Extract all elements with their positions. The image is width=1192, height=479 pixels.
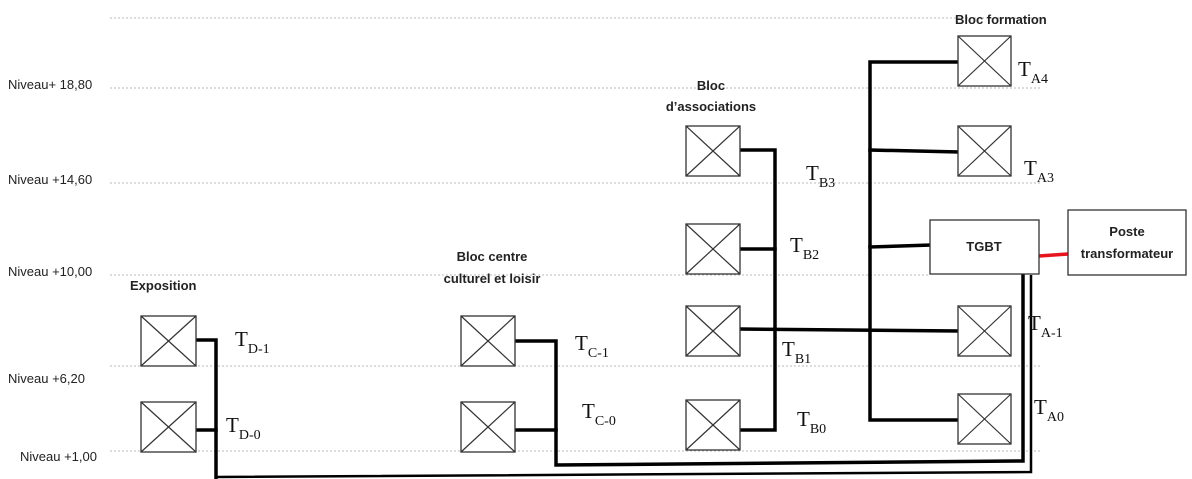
exposition-bus bbox=[194, 338, 218, 479]
panel-tb1 bbox=[685, 305, 741, 357]
panel-ta-1 bbox=[957, 305, 1012, 357]
panel-ta3 bbox=[957, 125, 1012, 177]
poste-label-line2: transformateur bbox=[1081, 246, 1173, 261]
panel-td-1 bbox=[140, 315, 197, 367]
block-title-exposition: Exposition bbox=[130, 278, 197, 293]
associations-bus bbox=[738, 148, 777, 432]
panel-tb2 bbox=[685, 223, 741, 275]
block-title-associations-line2: d’associations bbox=[666, 99, 756, 114]
label-tc-1: TC-1 bbox=[575, 331, 609, 361]
transformer-link bbox=[1038, 252, 1069, 258]
centre-bus bbox=[513, 273, 1025, 467]
formation-bus bbox=[868, 60, 960, 422]
label-ta3: TA3 bbox=[1024, 156, 1054, 186]
return-feeder bbox=[215, 275, 1033, 479]
level-label-6-20: Niveau +6,20 bbox=[8, 371, 85, 386]
label-tb3: TB3 bbox=[806, 161, 835, 191]
block-title-associations-line1: Bloc bbox=[697, 78, 725, 93]
level-label-1-00: Niveau +1,00 bbox=[20, 449, 97, 464]
label-tc0: TC-0 bbox=[582, 399, 616, 429]
level-label-14-60: Niveau +14,60 bbox=[8, 172, 92, 187]
label-ta0: TA0 bbox=[1034, 395, 1064, 425]
tgbt-box: TGBT bbox=[929, 219, 1040, 275]
feeder-ta3 bbox=[868, 148, 960, 154]
panel-ta4 bbox=[957, 35, 1012, 87]
panel-ta0 bbox=[957, 393, 1012, 445]
panel-tb0 bbox=[685, 399, 741, 451]
panel-td0 bbox=[140, 401, 197, 453]
label-ta4: TA4 bbox=[1018, 57, 1048, 87]
label-td0: TD-0 bbox=[226, 413, 261, 443]
tgbt-label: TGBT bbox=[966, 239, 1001, 254]
block-title-formation: Bloc formation bbox=[955, 12, 1047, 27]
label-ta-1: TA-1 bbox=[1028, 311, 1063, 341]
panel-tc-1 bbox=[460, 315, 516, 367]
level-label-18-80: Niveau+ 18,80 bbox=[8, 77, 92, 92]
label-tb0: TB0 bbox=[797, 407, 826, 437]
feeder-tb1-ta1 bbox=[738, 327, 960, 333]
feeder-tgbt bbox=[868, 243, 932, 249]
label-tb1: TB1 bbox=[782, 337, 811, 367]
block-title-centre-line1: Bloc centre bbox=[457, 249, 528, 264]
level-label-10-00: Niveau +10,00 bbox=[8, 264, 92, 279]
panel-tb3 bbox=[685, 125, 741, 177]
poste-transformateur-box: Poste transformateur bbox=[1067, 209, 1187, 276]
block-title-centre-line2: culturel et loisir bbox=[444, 271, 541, 286]
poste-label-line1: Poste bbox=[1109, 224, 1144, 239]
label-td-1: TD-1 bbox=[235, 327, 270, 357]
panel-tc0 bbox=[460, 401, 516, 453]
label-tb2: TB2 bbox=[790, 233, 819, 263]
